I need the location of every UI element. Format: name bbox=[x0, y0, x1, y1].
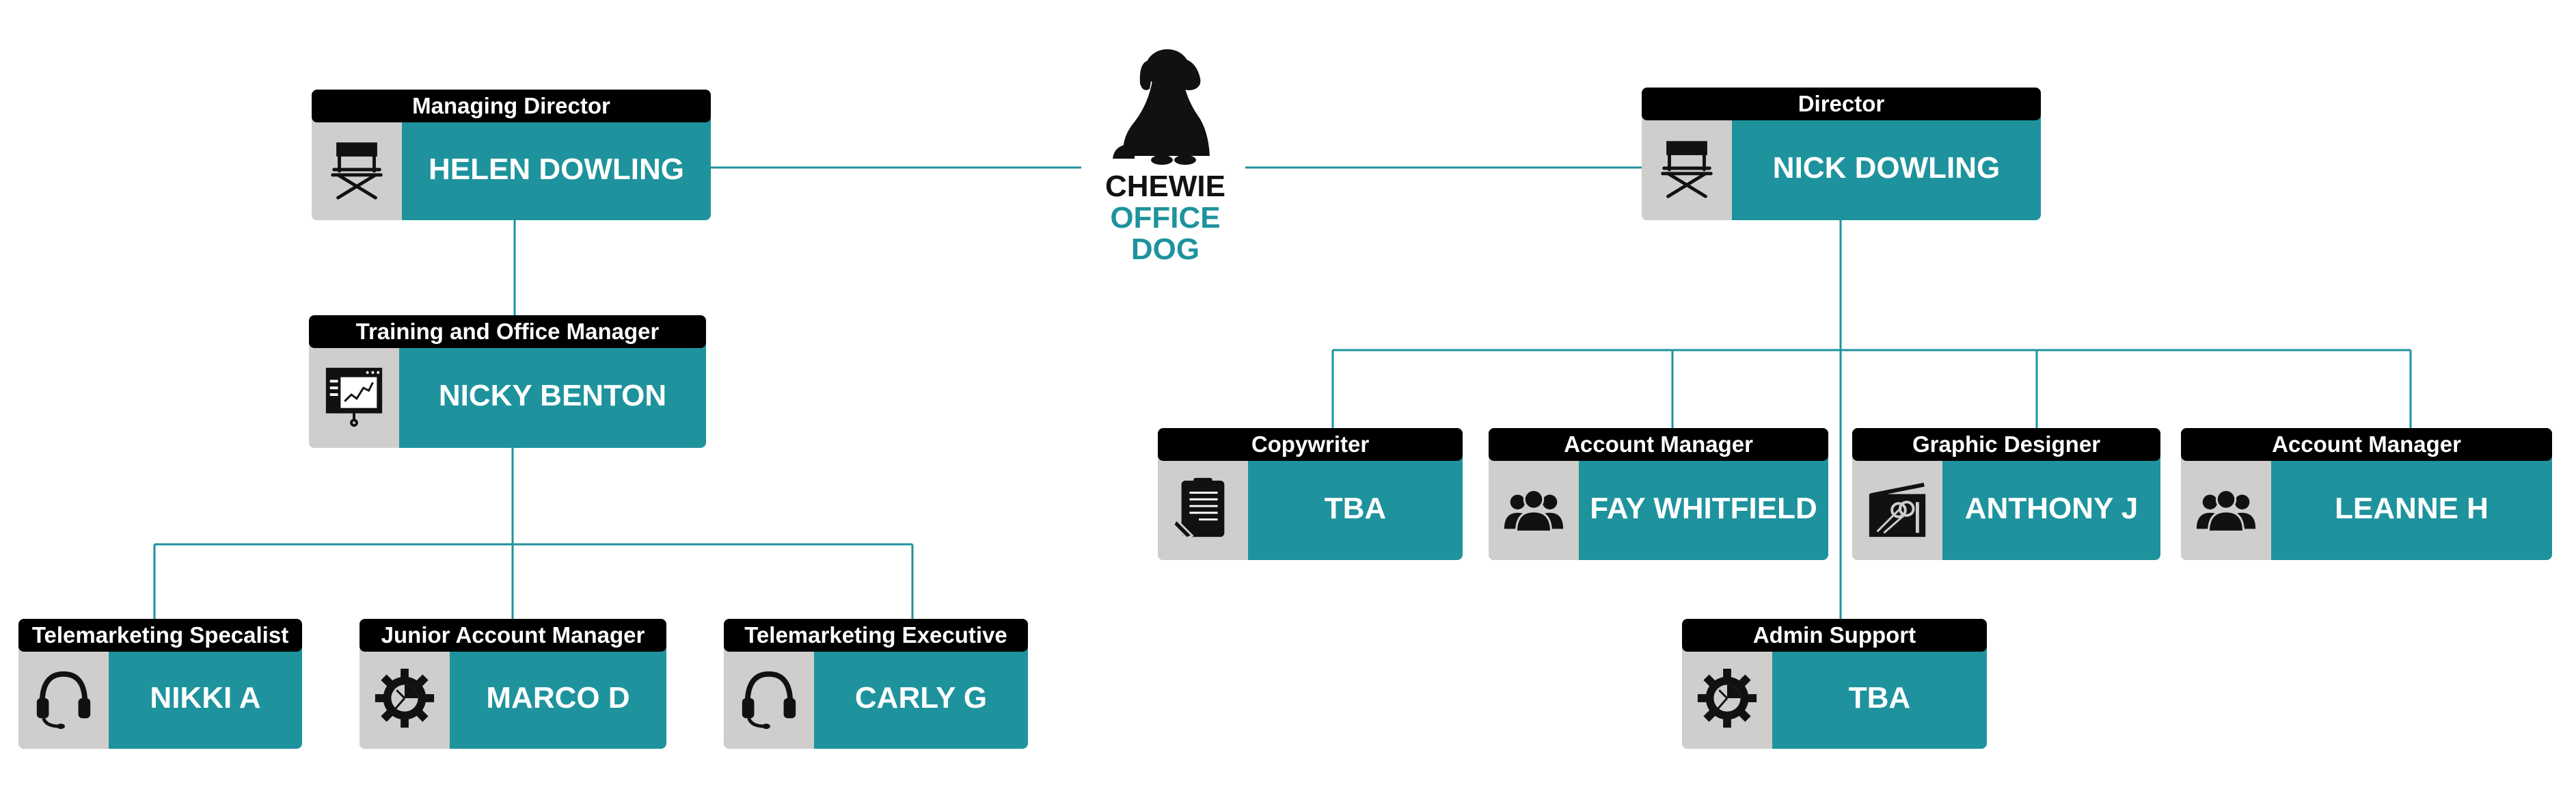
person-name: FAY WHITFIELD bbox=[1590, 491, 1817, 525]
person-name: LEANNE H bbox=[2335, 491, 2489, 525]
person-name: NIKKI A bbox=[150, 681, 261, 715]
card-telemarketing-specialist: Telemarketing Specalist NIKKI A bbox=[18, 619, 302, 749]
dog-name: CHEWIE bbox=[1105, 170, 1225, 203]
card-body: NICK DOWLING bbox=[1642, 116, 2041, 220]
card-body: CARLY G bbox=[724, 648, 1028, 749]
dog-role: OFFICE DOG bbox=[1110, 201, 1221, 266]
card-title: Graphic Designer bbox=[1852, 428, 2160, 461]
gear-chart-icon bbox=[360, 648, 450, 749]
person-name: CARLY G bbox=[854, 681, 988, 715]
card-telemarketing-executive: Telemarketing Executive CARLY G bbox=[724, 619, 1028, 749]
card-junior-account-manager: Junior Account Manager MARCO D bbox=[360, 619, 666, 749]
card-body: FAY WHITFIELD bbox=[1489, 457, 1828, 560]
headset-icon bbox=[18, 648, 109, 749]
person-name: NICK DOWLING bbox=[1772, 151, 2001, 185]
card-body: MARCO D bbox=[360, 648, 666, 749]
card-body: ANTHONY J bbox=[1852, 457, 2160, 560]
card-title: Admin Support bbox=[1682, 619, 1987, 652]
card-graphic-designer: Graphic Designer ANTHONY J bbox=[1852, 428, 2160, 560]
card-title: Account Manager bbox=[1489, 428, 1828, 461]
card-admin-support: Admin Support TBA bbox=[1682, 619, 1987, 749]
card-body: TBA bbox=[1682, 648, 1987, 749]
people-group-icon bbox=[2181, 457, 2271, 560]
gear-chart-icon bbox=[1682, 648, 1772, 749]
headset-icon bbox=[724, 648, 814, 749]
card-body: TBA bbox=[1158, 457, 1463, 560]
card-title: Telemarketing Specalist bbox=[18, 619, 302, 652]
office-dog: CHEWIE OFFICE DOG bbox=[1073, 41, 1258, 265]
person-name: MARCO D bbox=[486, 681, 630, 715]
card-title: Copywriter bbox=[1158, 428, 1463, 461]
person-name: NICKY BENTON bbox=[438, 379, 667, 412]
card-director: Director NICK DOWLING bbox=[1642, 88, 2041, 220]
card-title: Account Manager bbox=[2181, 428, 2552, 461]
card-body: LEANNE H bbox=[2181, 457, 2552, 560]
presentation-screen-icon bbox=[309, 344, 399, 448]
card-title: Junior Account Manager bbox=[360, 619, 666, 652]
directors-chair-icon bbox=[312, 118, 402, 220]
person-name: TBA bbox=[1848, 681, 1911, 715]
card-account-manager-fay: Account Manager FAY WHITFIELD bbox=[1489, 428, 1828, 560]
card-title: Managing Director bbox=[312, 90, 711, 122]
card-body: HELEN DOWLING bbox=[312, 118, 711, 220]
card-title: Telemarketing Executive bbox=[724, 619, 1028, 652]
card-body: NICKY BENTON bbox=[309, 344, 706, 448]
card-copywriter: Copywriter TBA bbox=[1158, 428, 1463, 560]
person-name: TBA bbox=[1324, 491, 1387, 525]
person-name: ANTHONY J bbox=[1964, 491, 2139, 525]
person-name: HELEN DOWLING bbox=[429, 152, 684, 186]
design-tools-icon bbox=[1852, 457, 1942, 560]
clipboard-pen-icon bbox=[1158, 457, 1248, 560]
card-managing-director: Managing Director HELEN DOWLING bbox=[312, 90, 711, 220]
card-title: Director bbox=[1642, 88, 2041, 120]
card-account-manager-leanne: Account Manager LEANNE H bbox=[2181, 428, 2552, 560]
people-group-icon bbox=[1489, 457, 1579, 560]
card-title: Training and Office Manager bbox=[309, 315, 706, 348]
dog-silhouette-icon bbox=[1113, 49, 1210, 165]
card-training-office-manager: Training and Office Manager NICKY BENTON bbox=[309, 315, 706, 448]
card-body: NIKKI A bbox=[18, 648, 302, 749]
directors-chair-icon bbox=[1642, 116, 1732, 220]
